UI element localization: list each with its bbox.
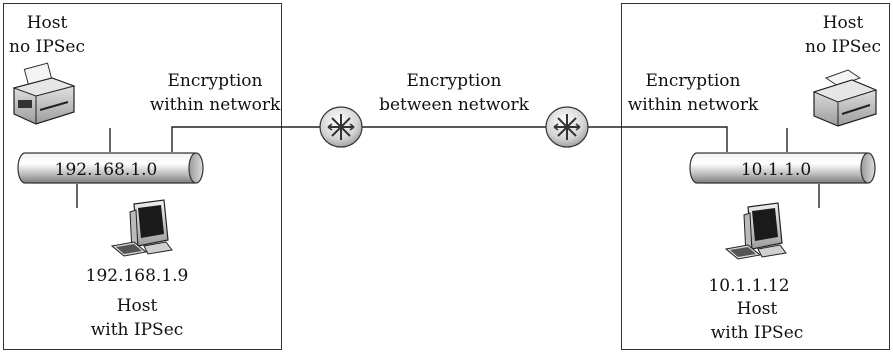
right-segment-bus: 10.1.1.0 (689, 152, 876, 184)
wan-label-line1: Encryption (407, 71, 502, 91)
printer-icon (812, 69, 878, 127)
right-bus-stubs (786, 128, 820, 208)
left-host-ipsec-line2: with IPSec (91, 320, 184, 340)
right-host-ipsec-line1: Host (737, 299, 778, 319)
right-host-no-ipsec-line1: Host (823, 13, 864, 33)
right-link-line (588, 126, 728, 152)
left-host-ipsec-line1: Host (117, 296, 158, 316)
left-link-line (171, 126, 320, 152)
left-segment-bus: 192.168.1.0 (17, 152, 204, 184)
right-host-no-ipsec-line2: no IPSec (805, 37, 881, 57)
right-link-label-line1: Encryption (646, 71, 741, 91)
left-host-ip: 192.168.1.9 (86, 266, 189, 286)
left-link-label-line1: Encryption (168, 71, 263, 91)
left-link-label-line2: within network (150, 95, 281, 115)
right-segment-label: 10.1.1.0 (741, 160, 811, 180)
left-host-no-ipsec-line1: Host (27, 13, 68, 33)
wan-label-line2: between network (379, 95, 530, 115)
computer-icon (724, 202, 787, 260)
left-host-no-ipsec-line2: no IPSec (9, 37, 85, 57)
router-icon (545, 106, 589, 148)
right-network-boundary (621, 3, 890, 350)
router-icon (319, 106, 363, 148)
right-link-label-line2: within network (628, 95, 759, 115)
right-host-ipsec-line2: with IPSec (711, 323, 804, 343)
computer-icon (110, 199, 173, 257)
left-segment-label: 192.168.1.0 (55, 160, 158, 180)
right-host-ip: 10.1.1.12 (708, 276, 789, 296)
left-bus-stubs (76, 128, 111, 208)
left-network-boundary (3, 3, 282, 350)
printer-icon (12, 62, 76, 125)
